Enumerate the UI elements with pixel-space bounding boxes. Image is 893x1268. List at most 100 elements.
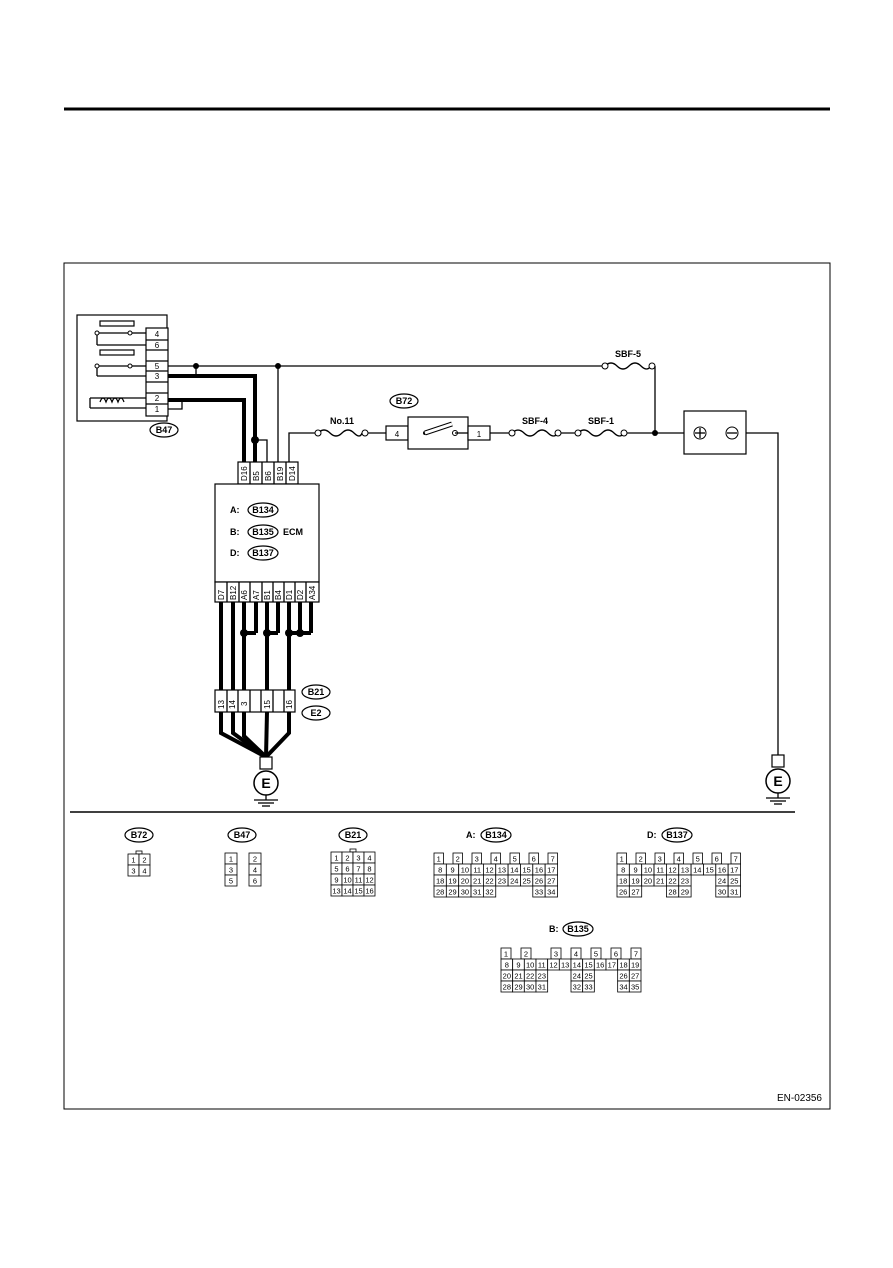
fuse-label-sbf1: SBF-1 xyxy=(588,416,614,426)
pin-number: 4 xyxy=(253,866,257,875)
pin-cell xyxy=(544,885,558,898)
pin-number: 17 xyxy=(730,866,738,875)
pin-number: 1 xyxy=(437,855,441,864)
pin-number: 20 xyxy=(461,877,469,886)
main-relay: 4 6 5 3 2 1 B47 xyxy=(76,314,179,438)
ecm-bottom-pin: D1 xyxy=(285,589,294,600)
pin-number: 8 xyxy=(438,866,442,875)
pin-number: 2 xyxy=(345,854,349,863)
fuse-label-sbf4: SBF-4 xyxy=(522,416,548,426)
pin-number: 23 xyxy=(538,972,546,981)
connector-label-e2: E2 xyxy=(310,708,321,718)
pin-number: 21 xyxy=(656,877,664,886)
ecm-bottom-pin: B1 xyxy=(263,590,272,600)
pin-number: 30 xyxy=(461,888,469,897)
pin-number: 7 xyxy=(356,865,360,874)
pin-number: 11 xyxy=(473,866,481,875)
connector-label-b47: B47 xyxy=(156,425,173,435)
ground-label: E xyxy=(773,773,782,789)
switch-pin-left: 4 xyxy=(395,430,400,439)
ecm-bottom-pin: D2 xyxy=(296,589,305,600)
relay-pin: 2 xyxy=(155,394,160,403)
pin-number: 10 xyxy=(461,866,469,875)
connector-label-b21: B21 xyxy=(308,687,325,697)
pin-number: 29 xyxy=(448,888,456,897)
pin-cell xyxy=(678,885,692,898)
pin-number: 26 xyxy=(619,888,627,897)
diagram-frame xyxy=(63,262,831,1110)
pin-number: 12 xyxy=(365,876,373,885)
pin-number: 5 xyxy=(696,855,700,864)
pin-number: 13 xyxy=(561,961,569,970)
pin-number: 3 xyxy=(356,854,360,863)
pin-number: 16 xyxy=(596,961,604,970)
pin-number: 13 xyxy=(681,866,689,875)
connector-label-b134: B134 xyxy=(252,505,274,515)
pin-number: 21 xyxy=(473,877,481,886)
pin-number: 29 xyxy=(514,983,522,992)
pin-number: 20 xyxy=(503,972,511,981)
power-wires: SBF-5 No.11 4 1 B72 SBF-4 xyxy=(168,349,684,462)
pin-number: 22 xyxy=(526,972,534,981)
ground-symbol-left: E xyxy=(253,756,279,807)
pin-number: 4 xyxy=(574,950,578,959)
pin-number: 2 xyxy=(142,856,146,865)
legend-title-b21: B21 xyxy=(345,830,362,840)
pin-number: 31 xyxy=(730,888,738,897)
pin-number: 13 xyxy=(332,887,340,896)
pin-number: 22 xyxy=(485,877,493,886)
fuse-label-no11: No.11 xyxy=(330,416,354,426)
ecm-label: ECM xyxy=(283,527,303,537)
ecm-top-pin: D14 xyxy=(288,466,297,481)
pin-number: 28 xyxy=(668,888,676,897)
pin-number: 10 xyxy=(526,961,534,970)
pin-number: 19 xyxy=(631,877,639,886)
pin-number: 15 xyxy=(705,866,713,875)
pin-number: 32 xyxy=(573,983,581,992)
b21-pin: 16 xyxy=(285,700,294,709)
relay-pin: 3 xyxy=(155,372,160,381)
pin-number: 1 xyxy=(229,855,233,864)
legend-title-b137: B137 xyxy=(666,830,688,840)
pin-cell xyxy=(628,885,643,898)
pin-number: 13 xyxy=(498,866,506,875)
ecm-bottom-pin: A6 xyxy=(240,590,249,600)
pin-number: 26 xyxy=(619,972,627,981)
pin-number: 11 xyxy=(656,866,664,875)
pin-cell xyxy=(628,980,642,993)
pin-number: 9 xyxy=(516,961,520,970)
pin-number: 2 xyxy=(524,950,528,959)
ecm-prefix-a: A: xyxy=(230,505,240,515)
pin-number: 16 xyxy=(535,866,543,875)
pin-number: 24 xyxy=(510,877,518,886)
pin-number: 9 xyxy=(450,866,454,875)
pin-number: 6 xyxy=(253,877,257,886)
pin-number: 14 xyxy=(510,866,518,875)
legend-prefix-b: B: xyxy=(549,924,559,934)
switch-pin-right: 1 xyxy=(477,430,482,439)
pin-number: 8 xyxy=(367,865,371,874)
pin-number: 25 xyxy=(584,972,592,981)
pin-number: 24 xyxy=(573,972,581,981)
connector-label-b135: B135 xyxy=(252,527,274,537)
pin-number: 14 xyxy=(343,887,351,896)
pin-number: 27 xyxy=(631,888,639,897)
pin-number: 4 xyxy=(677,855,681,864)
pin-number: 16 xyxy=(718,866,726,875)
b21-pin: 14 xyxy=(228,700,237,709)
pin-number: 14 xyxy=(573,961,581,970)
pin-number: 4 xyxy=(494,855,498,864)
pin-number: 35 xyxy=(631,983,639,992)
legend-title-b72: B72 xyxy=(131,830,148,840)
ecm-top-pin: B19 xyxy=(276,466,285,481)
pin-number: 5 xyxy=(334,865,338,874)
ecm-bottom-pin: A7 xyxy=(252,590,261,600)
pin-number: 5 xyxy=(513,855,517,864)
relay-pin: 1 xyxy=(155,405,160,414)
pin-cell xyxy=(727,885,741,898)
pin-number: 18 xyxy=(619,961,627,970)
pin-number: 9 xyxy=(633,866,637,875)
